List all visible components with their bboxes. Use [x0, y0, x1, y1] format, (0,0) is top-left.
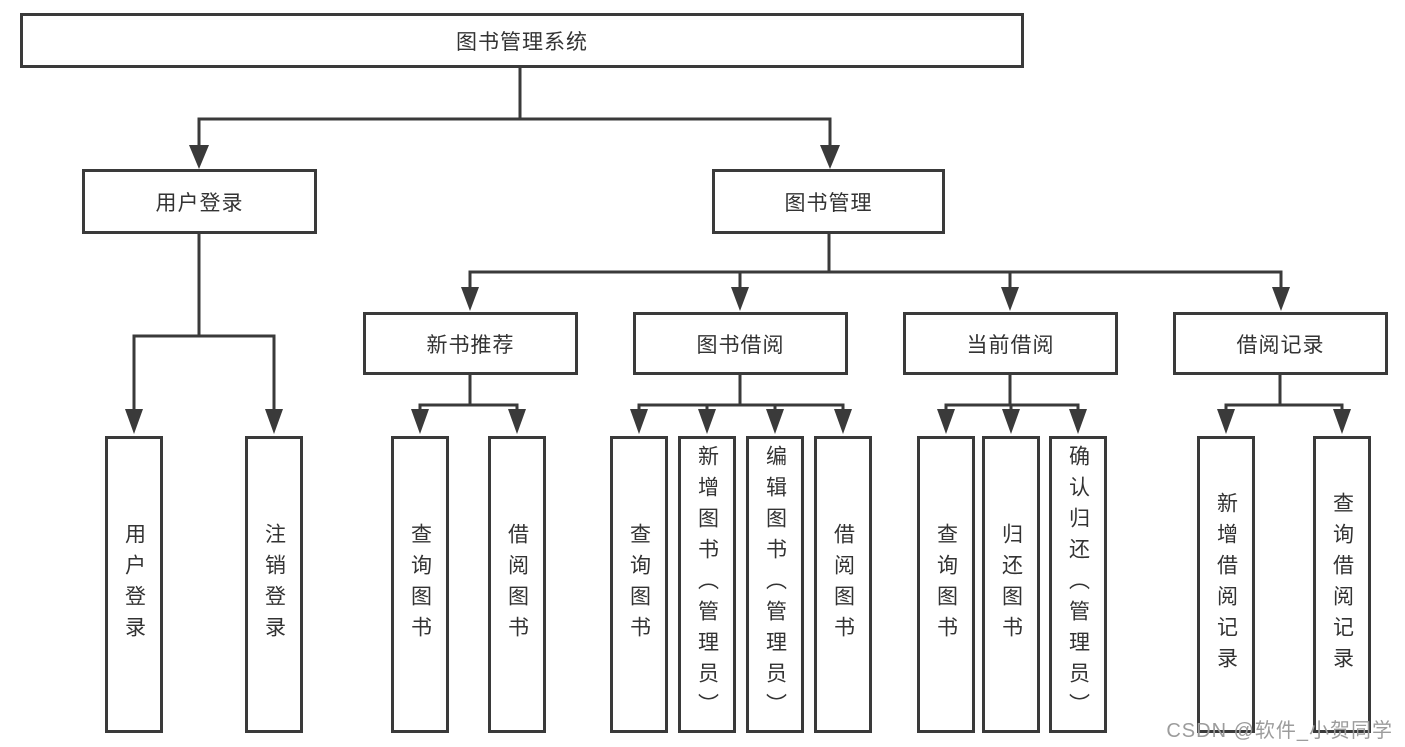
leaf-label: 新增借阅记录 [1214, 491, 1238, 678]
leaf-label: 借阅图书 [831, 522, 855, 647]
leaf-label: 归还图书 [999, 522, 1023, 647]
connector-level2-split [197, 117, 832, 148]
node-root-label: 图书管理系统 [456, 30, 588, 54]
connector-records-split [1224, 403, 1344, 412]
leaf-user-login: 用户登录 [105, 436, 163, 733]
node-label: 用户登录 [155, 191, 244, 215]
arrowhead-icon [1333, 409, 1351, 434]
arrowhead-icon [766, 409, 784, 434]
node-book-borrow: 图书借阅 [633, 312, 848, 375]
node-label: 当前借阅 [966, 333, 1055, 357]
arrowhead-icon [731, 287, 749, 311]
node-book-management-branch: 图书管理 [712, 169, 945, 234]
connector-userlogin-split [132, 334, 276, 411]
node-borrow-records: 借阅记录 [1173, 312, 1388, 375]
connector-borrow-split [637, 403, 845, 412]
leaf-records-query-record: 查询借阅记录 [1313, 436, 1371, 733]
node-user-login-branch: 用户登录 [82, 169, 317, 234]
leaf-logout: 注销登录 [245, 436, 303, 733]
arrowhead-icon [1272, 287, 1290, 311]
arrowhead-icon [189, 145, 209, 169]
arrowhead-icon [1217, 409, 1235, 434]
leaf-borrow-edit-book-admin: 编辑图书（管理员） [746, 436, 804, 733]
arrowhead-icon [1069, 409, 1087, 434]
leaf-borrow-borrow-book: 借阅图书 [814, 436, 872, 733]
arrowhead-icon [698, 409, 716, 434]
leaf-label: 借阅图书 [505, 522, 529, 647]
node-label: 新书推荐 [426, 333, 515, 357]
arrowhead-icon [461, 287, 479, 311]
arrowhead-icon [630, 409, 648, 434]
leaf-label: 确认归还（管理员） [1066, 445, 1090, 724]
node-label: 借阅记录 [1236, 333, 1325, 357]
arrowheads [125, 145, 1351, 434]
leaf-label: 用户登录 [122, 522, 146, 647]
leaf-label: 查询借阅记录 [1330, 491, 1354, 678]
arrowhead-icon [1001, 287, 1019, 311]
leaf-label: 新增图书（管理员） [695, 445, 719, 724]
arrowhead-icon [834, 409, 852, 434]
leaf-recommend-borrow-book: 借阅图书 [488, 436, 546, 733]
connector-level3-split [468, 270, 1283, 289]
leaf-borrow-add-book-admin: 新增图书（管理员） [678, 436, 736, 733]
arrowhead-icon [1002, 409, 1020, 434]
csdn-watermark: CSDN @软件_小贺同学 [1166, 720, 1393, 742]
leaf-label: 查询图书 [934, 522, 958, 647]
node-new-book-recommend: 新书推荐 [363, 312, 578, 375]
arrowhead-icon [820, 145, 840, 169]
leaf-label: 编辑图书（管理员） [763, 445, 787, 724]
leaf-current-query-book: 查询图书 [917, 436, 975, 733]
arrowhead-icon [937, 409, 955, 434]
leaf-current-return-book: 归还图书 [982, 436, 1040, 733]
connector-recommend-split [418, 403, 519, 412]
arrowhead-icon [411, 409, 429, 434]
node-root: 图书管理系统 [20, 13, 1024, 68]
leaf-current-confirm-return-admin: 确认归还（管理员） [1049, 436, 1107, 733]
arrowhead-icon [265, 409, 283, 434]
leaf-recommend-query-book: 查询图书 [391, 436, 449, 733]
leaf-borrow-query-book: 查询图书 [610, 436, 668, 733]
node-label: 图书管理 [784, 191, 873, 215]
leaf-label: 查询图书 [627, 522, 651, 647]
arrowhead-icon [125, 409, 143, 434]
node-current-borrow: 当前借阅 [903, 312, 1118, 375]
arrowhead-icon [508, 409, 526, 434]
node-label: 图书借阅 [696, 333, 785, 357]
leaf-records-add-record: 新增借阅记录 [1197, 436, 1255, 733]
leaf-label: 注销登录 [262, 522, 286, 647]
leaf-label: 查询图书 [408, 522, 432, 647]
